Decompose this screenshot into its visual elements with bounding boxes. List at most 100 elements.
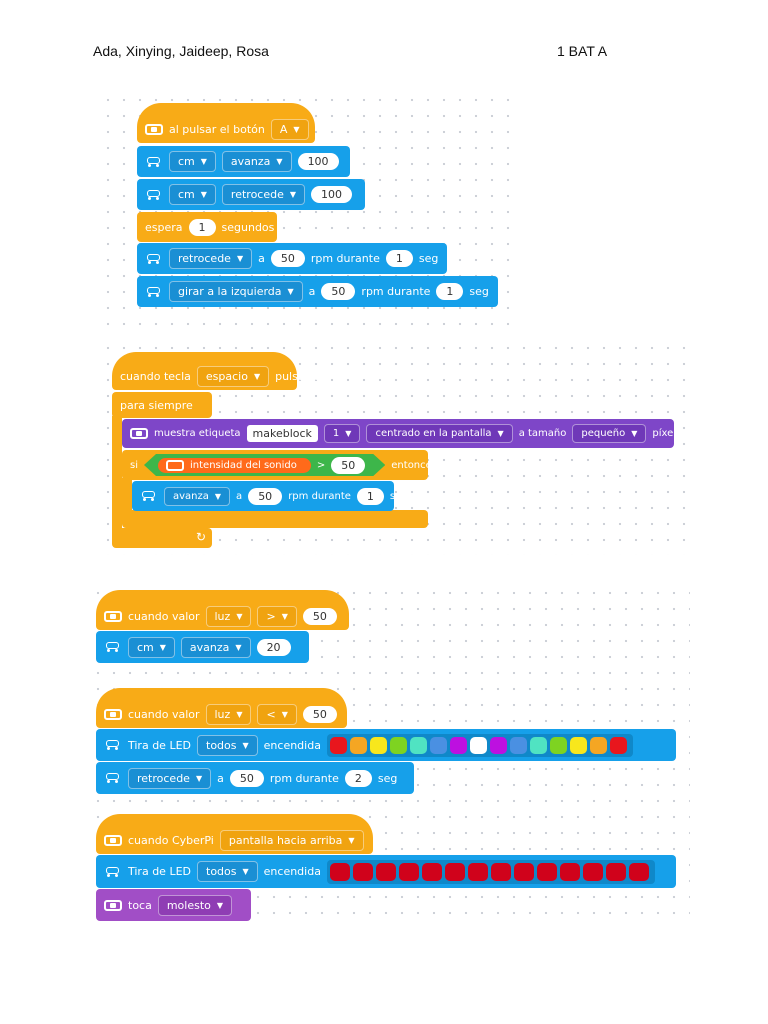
direction-dropdown[interactable]: avanza▼ [180, 636, 251, 658]
when-button-pressed-block[interactable]: al pulsar el botón A▼ [137, 103, 315, 143]
threshold-input[interactable]: 50 [302, 705, 337, 723]
button-value: A [279, 122, 288, 136]
when-value-less-block[interactable]: cuando valor luz▼ <▼ 50 [96, 688, 347, 728]
direction-dropdown[interactable]: retrocede▼ [128, 767, 212, 789]
button-dropdown[interactable]: A▼ [270, 118, 309, 140]
sound-dropdown[interactable]: molesto▼ [157, 894, 233, 916]
move-rpm-block-3[interactable]: avanza▼ a 50 rpm durante 1 seg [132, 481, 408, 511]
unit-dropdown[interactable]: cm▼ [128, 636, 175, 658]
led-color-swatch[interactable] [467, 862, 488, 881]
time-input[interactable]: 1 [356, 487, 384, 505]
threshold-input[interactable]: 50 [331, 457, 365, 474]
led-target-dropdown[interactable]: todos▼ [197, 861, 258, 882]
forever-bottom[interactable] [112, 528, 212, 548]
direction-dropdown[interactable]: avanza▼ [221, 151, 292, 172]
unit-dropdown[interactable]: cm▼ [169, 184, 216, 205]
distance-input[interactable]: 100 [297, 153, 339, 170]
speed-input[interactable]: 50 [321, 283, 356, 300]
show-label-block[interactable]: muestra etiqueta makeblock 1▼ centrado e… [122, 419, 687, 448]
class-label: 1 BAT A [557, 43, 608, 59]
led-color-swatch[interactable] [375, 862, 396, 881]
when-value-greater-block[interactable]: cuando valor luz▼ >▼ 50 [96, 590, 349, 630]
direction-dropdown[interactable]: retrocede▼ [221, 184, 306, 205]
led-color-swatch[interactable] [582, 862, 603, 881]
led-color-swatch[interactable] [628, 862, 649, 881]
led-color-picker[interactable] [326, 733, 633, 757]
led-strip-block-1[interactable]: Tira de LED todos▼ encendida [96, 729, 676, 761]
led-color-swatch[interactable] [469, 736, 487, 754]
sensor-dropdown[interactable]: luz▼ [205, 703, 252, 725]
led-color-swatch[interactable] [389, 736, 407, 754]
led-color-swatch[interactable] [349, 736, 367, 754]
play-sound-block[interactable]: toca molesto▼ [96, 889, 251, 921]
led-color-swatch[interactable] [513, 862, 534, 881]
label-index-dropdown[interactable]: 1▼ [323, 424, 361, 443]
direction-dropdown[interactable]: girar a la izquierda▼ [169, 281, 303, 302]
speed-input[interactable]: 50 [248, 487, 283, 505]
sensor-dropdown[interactable]: luz▼ [205, 605, 252, 627]
if-bottom[interactable] [122, 510, 428, 528]
orientation-dropdown[interactable]: pantalla hacia arriba▼ [219, 829, 364, 851]
led-color-swatch[interactable] [369, 736, 387, 754]
speed-input[interactable]: 50 [229, 769, 264, 787]
label-text-input[interactable]: makeblock [246, 425, 318, 442]
move-rpm-block-2[interactable]: girar a la izquierda▼ a 50 rpm durante 1… [137, 276, 498, 307]
move-rpm-block-4[interactable]: retrocede▼ a 50 rpm durante 2 seg [96, 762, 414, 794]
led-color-swatch[interactable] [449, 736, 467, 754]
led-color-swatch[interactable] [489, 736, 507, 754]
move-cm-block-3[interactable]: cm▼ avanza▼ 20 [96, 631, 309, 663]
led-color-swatch[interactable] [509, 736, 527, 754]
led-color-swatch[interactable] [421, 862, 442, 881]
led-state-label: encendida [263, 738, 321, 752]
time-input[interactable]: 1 [436, 283, 464, 300]
unit-dropdown[interactable]: cm▼ [169, 151, 216, 172]
led-color-swatch[interactable] [409, 736, 427, 754]
led-color-swatch[interactable] [589, 736, 607, 754]
speed-input[interactable]: 50 [270, 250, 305, 267]
forever-block[interactable]: para siempre [112, 392, 212, 418]
move-cm-block-1[interactable]: cm▼ avanza▼ 100 [137, 146, 350, 177]
operator-dropdown[interactable]: >▼ [257, 605, 297, 627]
move-rpm-block-1[interactable]: retrocede▼ a 50 rpm durante 1 seg [137, 243, 447, 274]
led-color-swatch[interactable] [609, 736, 627, 754]
led-color-swatch[interactable] [569, 736, 587, 754]
led-color-swatch[interactable] [329, 736, 347, 754]
chevron-down-icon: ▼ [195, 773, 203, 783]
key-dropdown[interactable]: espacio▼ [196, 365, 270, 387]
when-key-pressed-block[interactable]: cuando tecla espacio▼ pulsada [112, 352, 318, 390]
move-cm-block-2[interactable]: cm▼ retrocede▼ 100 [137, 179, 365, 210]
direction-dropdown[interactable]: avanza▼ [164, 486, 231, 506]
threshold-input[interactable]: 50 [302, 607, 337, 625]
led-color-swatch[interactable] [529, 736, 547, 754]
led-strip-block-2[interactable]: Tira de LED todos▼ encendida [96, 855, 676, 888]
led-target-dropdown[interactable]: todos▼ [197, 734, 258, 756]
led-color-swatch[interactable] [398, 862, 419, 881]
greater-than-condition[interactable]: intensidad del sonido > 50 [144, 454, 385, 476]
hat-label: cuando valor [128, 609, 200, 623]
sound-intensity-reporter[interactable]: intensidad del sonido [158, 458, 311, 473]
led-color-swatch[interactable] [605, 862, 626, 881]
mbot-icon [140, 490, 158, 502]
led-color-swatch[interactable] [329, 862, 350, 881]
operator-dropdown[interactable]: <▼ [257, 703, 297, 725]
led-color-swatch[interactable] [429, 736, 447, 754]
size-dropdown[interactable]: pequeño▼ [572, 424, 647, 443]
led-color-picker[interactable] [326, 859, 655, 884]
led-color-swatch[interactable] [559, 862, 580, 881]
led-color-swatch[interactable] [352, 862, 373, 881]
led-color-swatch[interactable] [536, 862, 557, 881]
direction-dropdown[interactable]: retrocede▼ [169, 248, 253, 269]
led-color-swatch[interactable] [444, 862, 465, 881]
position-dropdown[interactable]: centrado en la pantalla▼ [366, 424, 513, 443]
student-names: Ada, Xinying, Jaideep, Rosa [93, 43, 269, 59]
time-input[interactable]: 2 [344, 769, 372, 787]
wait-block[interactable]: espera 1 segundos [137, 212, 277, 242]
led-color-swatch[interactable] [490, 862, 511, 881]
if-block[interactable]: si intensidad del sonido > 50 entonces [122, 450, 437, 480]
distance-input[interactable]: 100 [311, 186, 353, 203]
led-color-swatch[interactable] [549, 736, 567, 754]
when-cyberpi-orientation-block[interactable]: cuando CyberPi pantalla hacia arriba▼ [96, 814, 373, 854]
distance-input[interactable]: 20 [256, 638, 291, 656]
wait-input[interactable]: 1 [188, 218, 216, 236]
time-input[interactable]: 1 [385, 250, 413, 267]
